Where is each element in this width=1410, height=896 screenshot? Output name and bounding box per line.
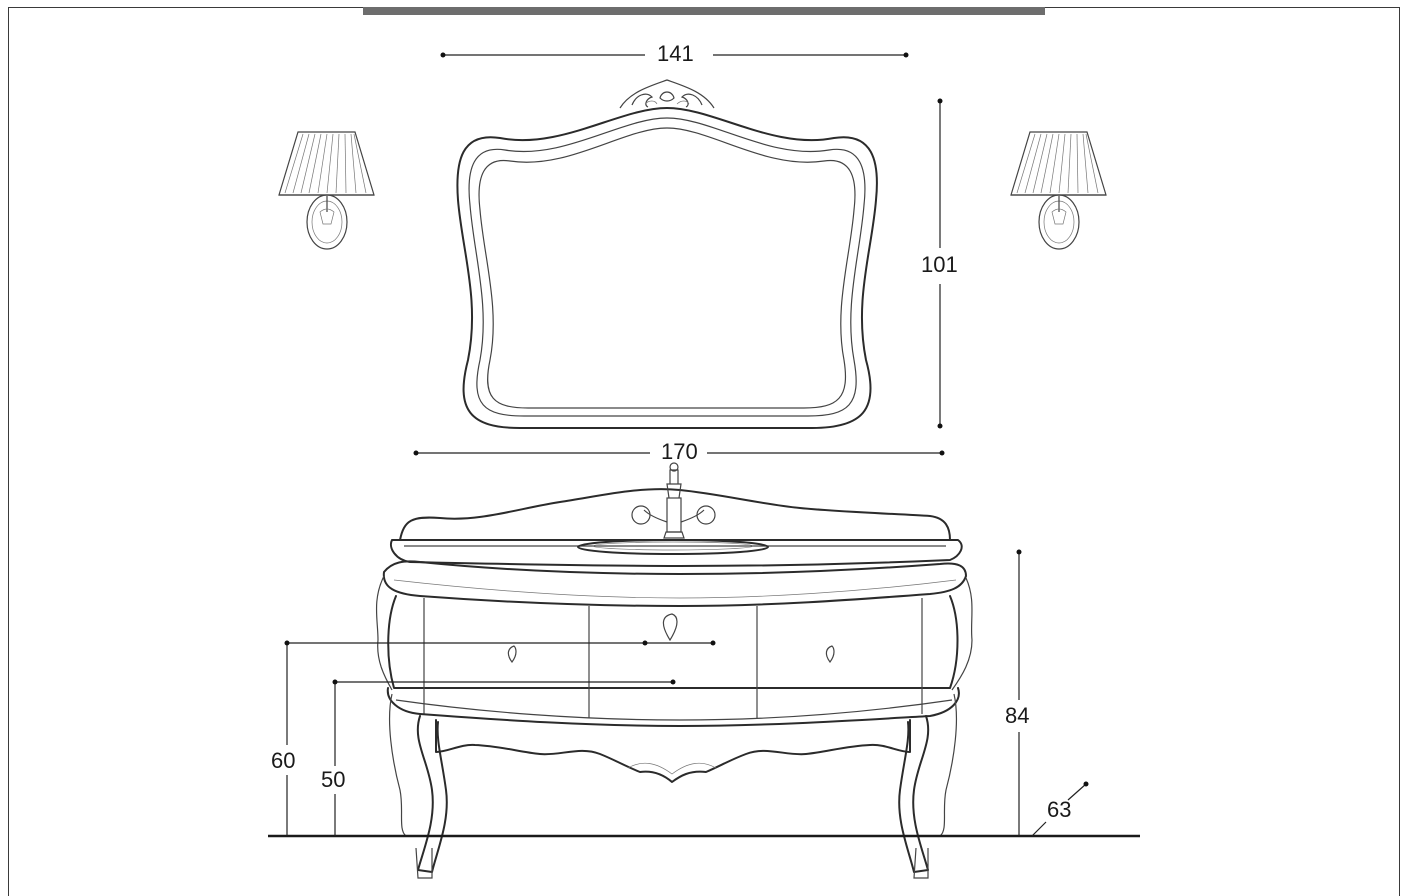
dimension-cabinet-depth <box>1031 781 1089 837</box>
label-drain-50: 50 <box>321 767 346 792</box>
wall-lamp-right <box>1010 131 1107 250</box>
dimension-drain-50 <box>332 679 676 836</box>
label-mirror-height: 101 <box>921 252 958 277</box>
dimension-mirror-width <box>440 52 909 58</box>
header-bar <box>363 7 1045 15</box>
label-cabinet-width: 170 <box>661 439 698 464</box>
dimension-cabinet-width <box>413 450 945 456</box>
dimension-mirror-height <box>937 98 943 429</box>
label-drain-60: 60 <box>271 748 296 773</box>
faucet <box>631 462 716 539</box>
handle-left-icon <box>507 645 517 664</box>
dimension-cabinet-height <box>1016 549 1022 836</box>
label-cabinet-depth: 63 <box>1047 797 1072 822</box>
label-mirror-width: 141 <box>657 41 694 66</box>
handle-right-icon <box>825 645 835 664</box>
dimension-drain-60 <box>284 640 716 836</box>
handle-center-icon <box>662 613 678 642</box>
wall-lamp-left <box>278 131 375 250</box>
label-cabinet-height: 84 <box>1005 703 1030 728</box>
mirror <box>456 79 878 429</box>
vanity-cabinet <box>375 462 973 879</box>
